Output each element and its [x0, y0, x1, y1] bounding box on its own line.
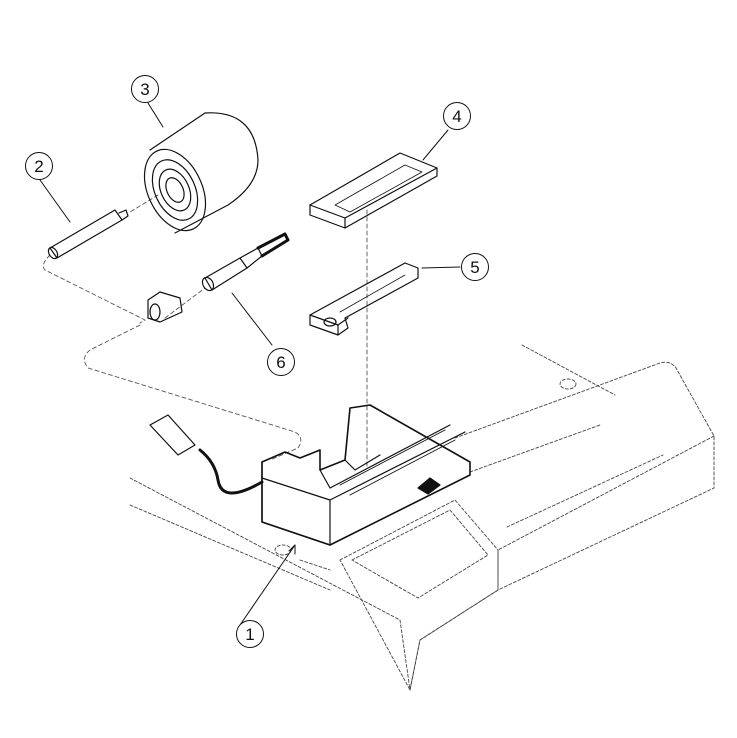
callout-5[interactable]: 5: [461, 253, 489, 281]
printer-cover-part: [309, 152, 438, 229]
callout-4-label: 4: [452, 106, 462, 126]
cable-part: [149, 414, 264, 495]
callout-4[interactable]: 4: [443, 102, 471, 130]
callout-6-label: 6: [276, 352, 286, 372]
ribbon-cassette-part: [309, 262, 419, 336]
leader-lines: [39, 102, 461, 626]
callout-2[interactable]: 2: [25, 152, 53, 180]
spindle-part: [47, 209, 129, 260]
paper-roll-part: [143, 112, 259, 234]
callout-5-label: 5: [470, 257, 480, 277]
printer-housing-part[interactable]: [261, 404, 471, 546]
callout-6[interactable]: 6: [267, 348, 295, 376]
callout-1[interactable]: 1: [236, 620, 264, 648]
callout-1-label: 1: [245, 624, 255, 644]
assembly-guide-lines: [42, 194, 368, 469]
callout-2-label: 2: [34, 156, 44, 176]
callout-3-label: 3: [140, 79, 150, 99]
clip-part: [147, 291, 183, 323]
connector-plug-part: [201, 232, 290, 292]
base-unit-phantom: [129, 344, 715, 691]
callout-3[interactable]: 3: [131, 75, 159, 103]
